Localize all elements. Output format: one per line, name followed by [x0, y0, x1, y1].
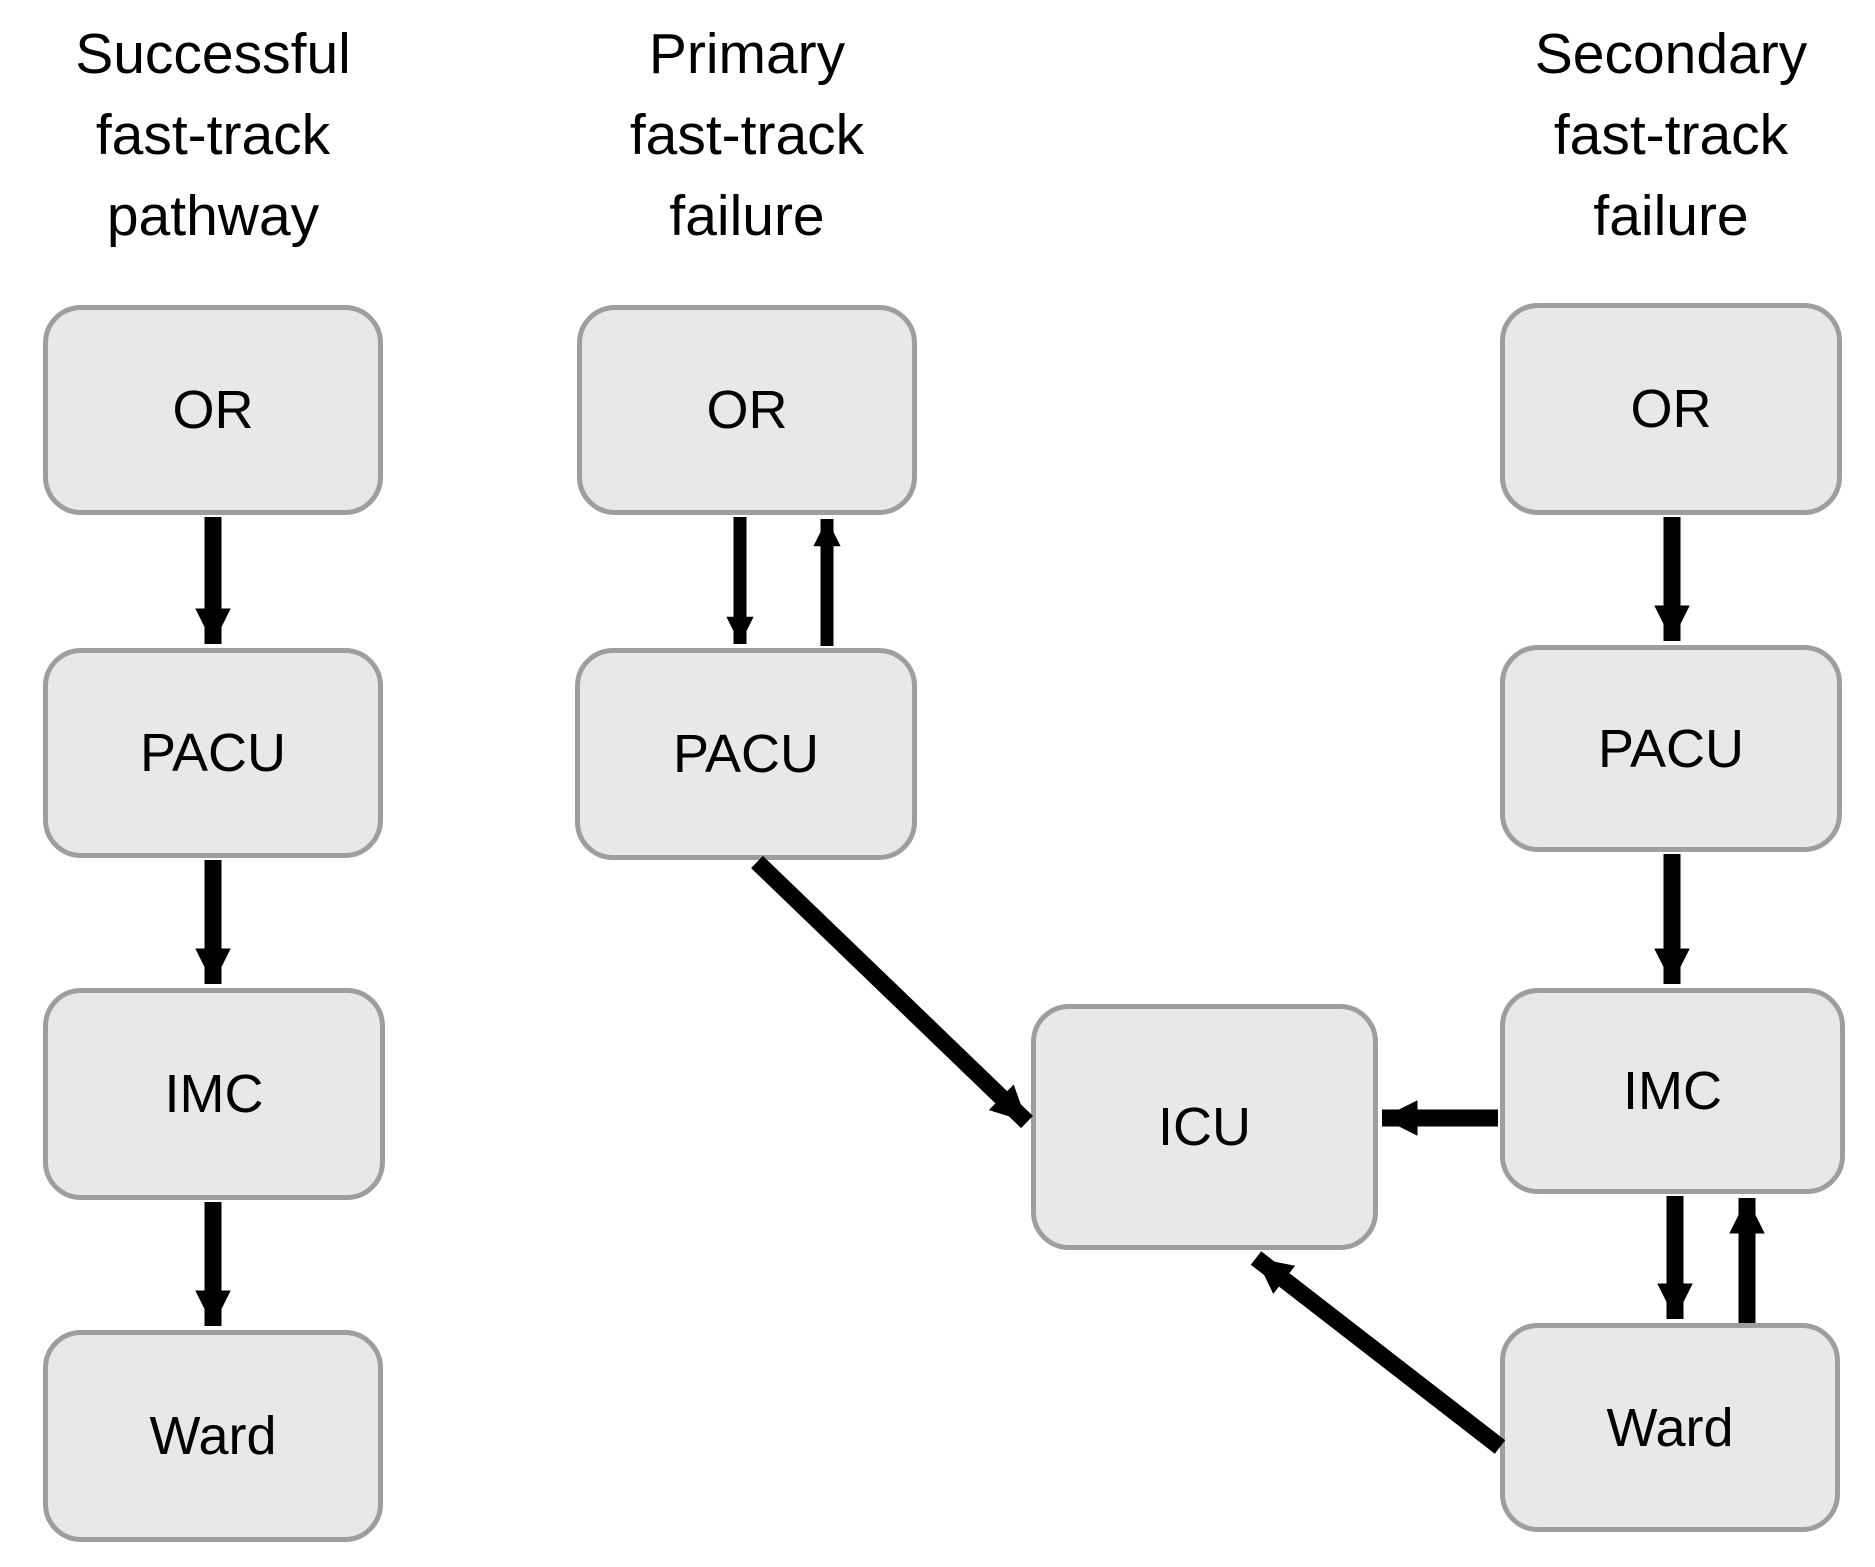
node-secondary-pacu: PACU [1500, 645, 1842, 852]
node-secondary-ward: Ward [1500, 1323, 1840, 1532]
title-line: fast-track [1553, 103, 1789, 167]
arrow-primary-pacu-icu [751, 855, 1033, 1129]
pathway-title-successful: Successful fast-track pathway [0, 14, 453, 257]
node-secondary-or: OR [1500, 303, 1842, 515]
node-successful-or: OR [43, 305, 383, 515]
node-label: IMC [1623, 1061, 1722, 1121]
node-primary-or: OR [577, 305, 917, 515]
arrow-secondary-ward-icu [1250, 1251, 1506, 1454]
node-label: ICU [1158, 1097, 1251, 1157]
node-secondary-imc: IMC [1500, 988, 1845, 1194]
node-label: PACU [139, 723, 287, 783]
pathway-title-secondary: Secondary fast-track failure [1431, 14, 1875, 257]
node-label: IMC [164, 1064, 264, 1124]
title-line: Primary [648, 22, 846, 86]
node-label: Ward [149, 1406, 277, 1466]
node-successful-pacu: PACU [43, 648, 383, 858]
title-line: Secondary [1534, 22, 1808, 86]
title-line: Successful [75, 22, 351, 86]
node-successful-imc: IMC [43, 988, 385, 1200]
node-label: Ward [1606, 1397, 1734, 1458]
node-label: PACU [672, 724, 820, 784]
title-line: failure [1593, 184, 1749, 248]
node-successful-ward: Ward [43, 1330, 383, 1542]
title-line: fast-track [95, 103, 331, 167]
node-label: OR [172, 380, 254, 440]
title-line: pathway [106, 184, 320, 248]
node-icu: ICU [1031, 1004, 1378, 1250]
node-primary-pacu: PACU [575, 648, 917, 860]
pathway-title-primary: Primary fast-track failure [507, 14, 987, 257]
node-label: OR [1630, 379, 1712, 439]
node-label: PACU [1597, 718, 1745, 779]
title-line: fast-track [629, 103, 865, 167]
title-line: failure [669, 184, 825, 248]
node-label: OR [706, 380, 788, 440]
